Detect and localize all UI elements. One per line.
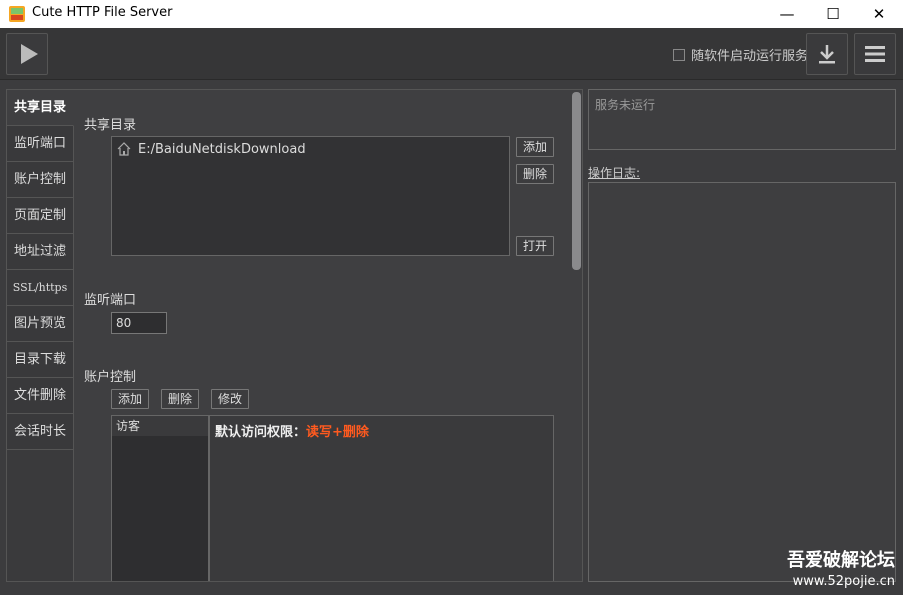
port-input[interactable]: 80 — [111, 312, 167, 334]
app-icon — [9, 6, 25, 22]
menu-button[interactable] — [854, 33, 896, 75]
settings-nav: 共享目录 监听端口 账户控制 页面定制 地址过滤 SSL/https 图片预览 … — [7, 90, 74, 581]
nav-item-page-custom[interactable]: 页面定制 — [7, 198, 73, 234]
settings-content: 共享目录 E:/BaiduNetdiskDownload 添加 删除 打开 监听… — [75, 90, 568, 581]
open-share-button[interactable]: 打开 — [516, 236, 555, 256]
delete-share-button[interactable]: 删除 — [516, 164, 555, 184]
autostart-label: 随软件启动运行服务 — [691, 49, 809, 64]
maximize-button[interactable]: ☐ — [826, 5, 840, 23]
log-label: 操作日志: — [588, 166, 641, 180]
menu-icon — [865, 46, 885, 62]
toolbar: 随软件启动运行服务 — [0, 28, 903, 80]
add-account-button[interactable]: 添加 — [111, 389, 150, 409]
minimize-button[interactable]: — — [779, 5, 795, 23]
window-title: Cute HTTP File Server — [32, 5, 173, 20]
nav-item-image-preview[interactable]: 图片预览 — [7, 306, 73, 342]
permission-value: 读写+删除 — [306, 425, 369, 440]
share-section-label: 共享目录 — [84, 118, 137, 133]
server-status-box: 服务未运行 — [588, 89, 896, 150]
delete-account-button[interactable]: 删除 — [161, 389, 200, 409]
start-server-button[interactable] — [6, 33, 48, 75]
add-share-button[interactable]: 添加 — [516, 137, 555, 157]
account-section-label: 账户控制 — [84, 370, 137, 385]
list-item[interactable]: E:/BaiduNetdiskDownload — [116, 141, 306, 157]
watermark: 吾爱破解论坛 www.52pojie.cn — [760, 546, 895, 589]
nav-item-file-delete[interactable]: 文件删除 — [7, 378, 73, 414]
permission-label: 默认访问权限： — [215, 425, 307, 440]
download-icon — [819, 45, 835, 64]
nav-item-address-filter[interactable]: 地址过滤 — [7, 234, 73, 270]
autostart-option[interactable]: 随软件启动运行服务 — [673, 45, 808, 64]
scrollbar-thumb[interactable] — [572, 92, 581, 270]
play-icon — [20, 44, 38, 64]
share-dir-path: E:/BaiduNetdiskDownload — [138, 141, 306, 157]
autostart-checkbox[interactable] — [673, 48, 685, 61]
watermark-url: www.52pojie.cn — [792, 574, 895, 589]
settings-panel: 共享目录 监听端口 账户控制 页面定制 地址过滤 SSL/https 图片预览 … — [6, 89, 583, 582]
server-status-text: 服务未运行 — [595, 98, 656, 112]
nav-item-dir-download[interactable]: 目录下载 — [7, 342, 73, 378]
permission-panel: 默认访问权限：读写+删除 — [209, 415, 554, 581]
nav-item-share-dir[interactable]: 共享目录 — [7, 90, 74, 126]
title-bar: Cute HTTP File Server — ☐ ✕ — [0, 0, 903, 28]
nav-item-session-duration[interactable]: 会话时长 — [7, 414, 73, 450]
permission-text: 默认访问权限：读写+删除 — [215, 421, 369, 440]
app-body: 随软件启动运行服务 共享目录 监听端口 账户控制 页面定制 地址过滤 SSL/h… — [0, 28, 903, 595]
list-item[interactable]: 访客 — [112, 416, 208, 436]
close-button[interactable]: ✕ — [872, 5, 886, 23]
account-list[interactable]: 访客 — [111, 415, 209, 581]
nav-item-account-control[interactable]: 账户控制 — [7, 162, 73, 198]
port-section-label: 监听端口 — [84, 293, 137, 308]
share-dir-list[interactable]: E:/BaiduNetdiskDownload — [111, 136, 510, 256]
log-box[interactable] — [588, 182, 896, 582]
watermark-cn: 吾爱破解论坛 — [787, 550, 895, 571]
download-button[interactable] — [806, 33, 848, 75]
edit-account-button[interactable]: 修改 — [211, 389, 250, 409]
nav-item-ssl[interactable]: SSL/https — [7, 270, 73, 306]
home-icon — [117, 142, 131, 156]
nav-item-listen-port[interactable]: 监听端口 — [7, 126, 73, 162]
